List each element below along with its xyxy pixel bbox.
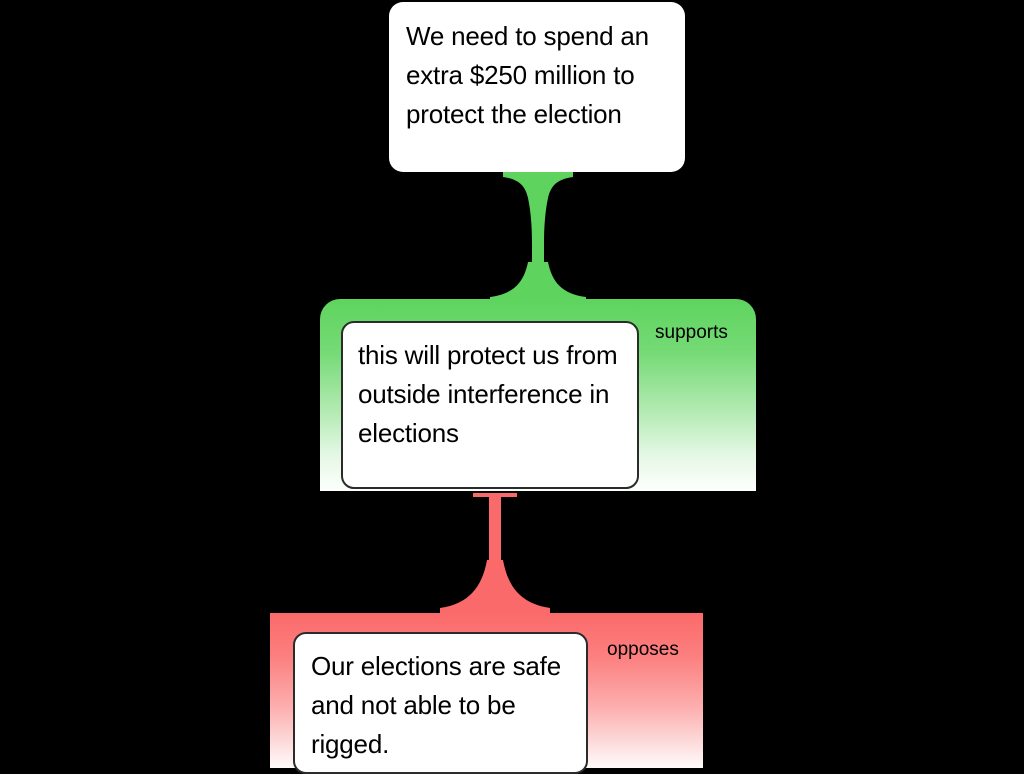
supports-claim-card[interactable]: this will protect us from outside interf… — [341, 321, 639, 489]
connector-supports-flare-top — [503, 172, 573, 204]
connector-opposes — [474, 497, 516, 616]
supports-claim-text: this will protect us from outside interf… — [358, 340, 618, 448]
connector-opposes-flare-bottom — [440, 560, 550, 616]
supports-relation-group[interactable]: supports this will protect us from outsi… — [320, 299, 756, 491]
root-claim-card[interactable]: We need to spend an extra $250 million t… — [389, 2, 685, 172]
connector-opposes-cap — [473, 493, 517, 497]
supports-relation-label: supports — [655, 322, 728, 343]
opposes-relation-group[interactable]: opposes Our elections are safe and not a… — [270, 613, 703, 774]
root-claim-text: We need to spend an extra $250 million t… — [406, 21, 649, 129]
opposes-claim-card[interactable]: Our elections are safe and not able to b… — [293, 632, 588, 774]
connector-supports — [503, 172, 573, 305]
opposes-claim-text: Our elections are safe and not able to b… — [311, 651, 561, 759]
opposes-relation-label: opposes — [607, 639, 679, 660]
